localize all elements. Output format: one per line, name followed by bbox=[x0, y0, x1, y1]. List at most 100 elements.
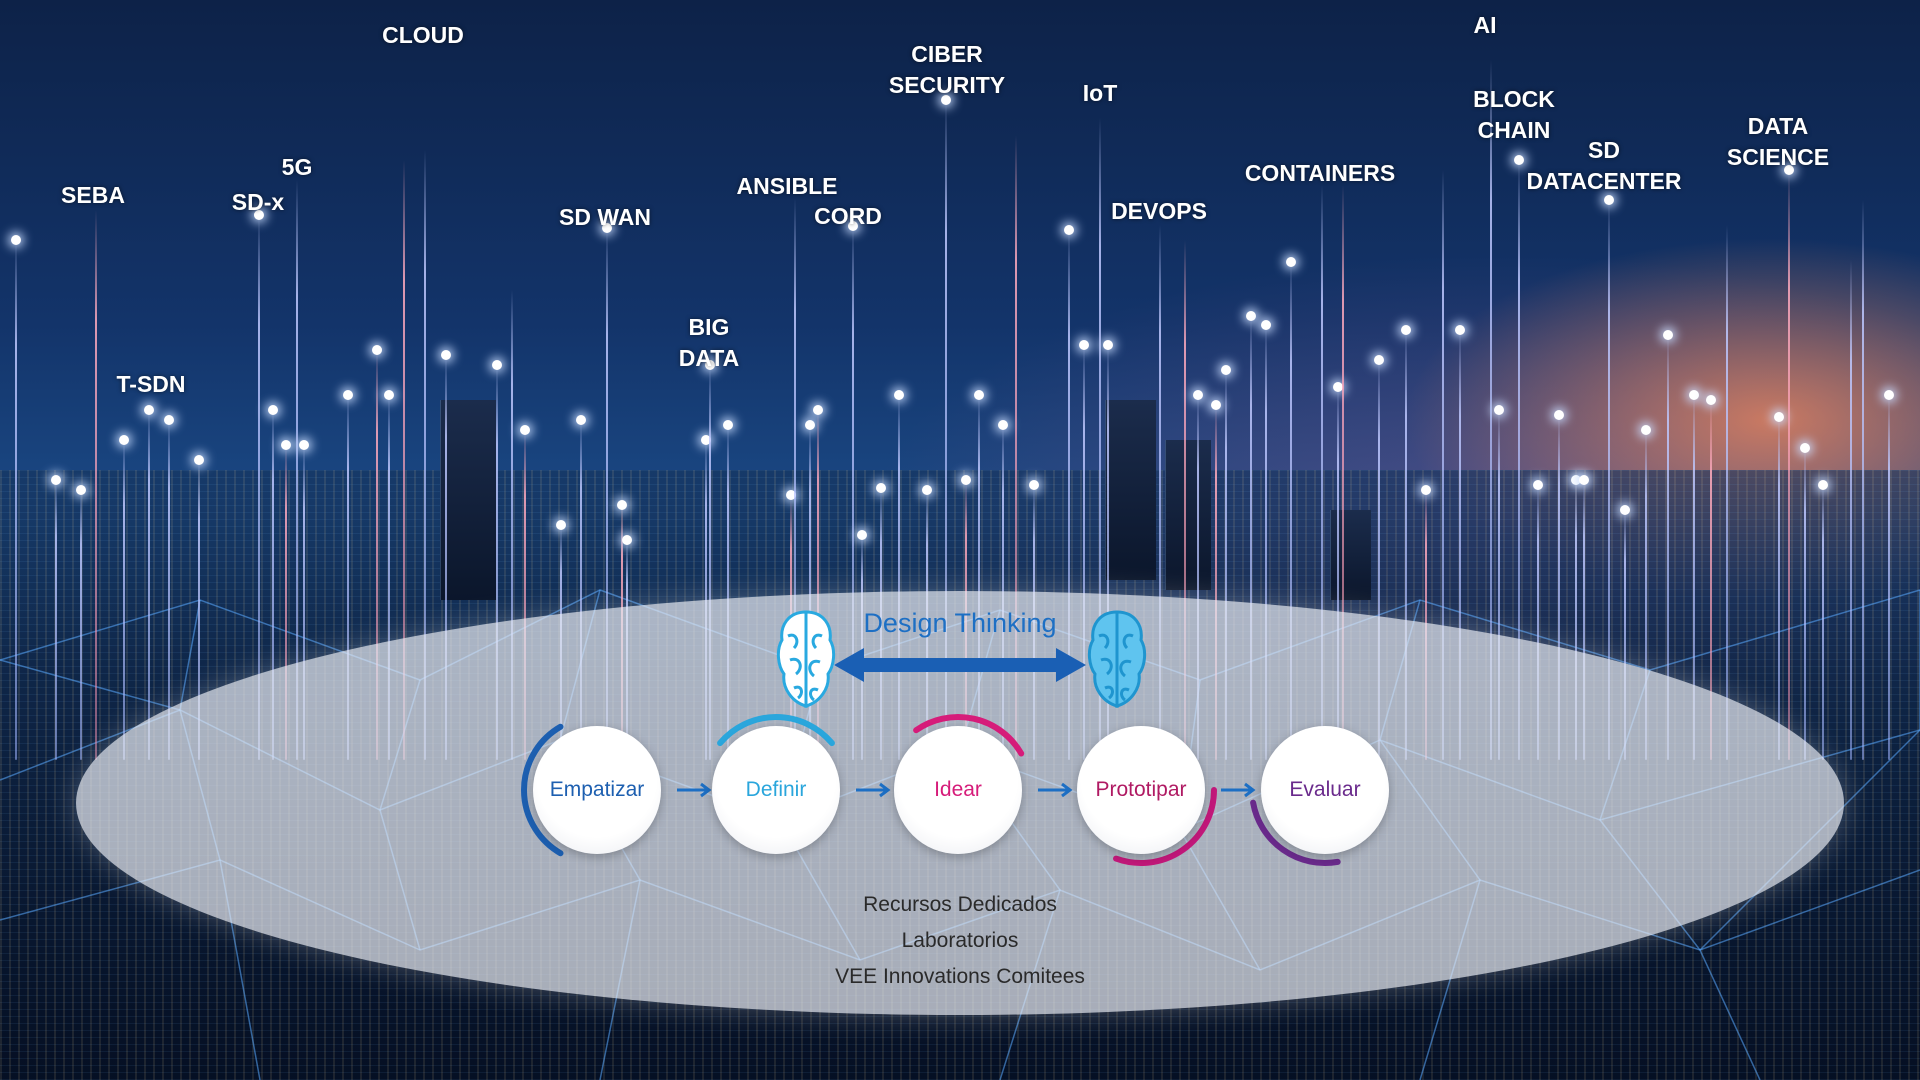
left-brain-icon bbox=[776, 610, 836, 708]
light-beam bbox=[794, 198, 796, 760]
light-beam-dot bbox=[857, 530, 867, 540]
light-beam bbox=[1850, 260, 1852, 760]
light-beam bbox=[194, 455, 204, 760]
light-beam bbox=[1246, 311, 1256, 760]
light-beam bbox=[1159, 225, 1161, 760]
tech-label-line: SEBA bbox=[61, 182, 125, 208]
light-beam bbox=[296, 180, 298, 760]
step-progress-arc bbox=[1113, 787, 1217, 866]
light-beam-dot bbox=[1374, 355, 1384, 365]
light-beam bbox=[602, 223, 612, 760]
light-beam bbox=[1286, 257, 1296, 760]
light-beam-dot bbox=[194, 455, 204, 465]
light-beam-dot bbox=[1246, 311, 1256, 321]
step-progress-arc bbox=[521, 723, 564, 857]
tech-label-ai: AI bbox=[1474, 10, 1497, 41]
light-beam bbox=[1579, 475, 1589, 760]
light-beam bbox=[1184, 240, 1186, 760]
light-beam bbox=[1211, 400, 1221, 760]
light-beam-dot bbox=[876, 483, 886, 493]
light-beam bbox=[1689, 390, 1699, 760]
light-beam bbox=[281, 440, 291, 760]
tech-label-line: SD bbox=[1588, 137, 1620, 163]
tech-label-line: CIBER bbox=[911, 41, 983, 67]
light-beam bbox=[1620, 505, 1630, 760]
light-beam-dot bbox=[1689, 390, 1699, 400]
light-beam bbox=[51, 475, 61, 760]
light-beam bbox=[1884, 390, 1894, 760]
light-beam bbox=[511, 290, 513, 760]
light-beam-dot bbox=[144, 405, 154, 415]
light-beam bbox=[941, 95, 951, 760]
light-beam bbox=[805, 420, 815, 760]
right-brain-icon bbox=[1087, 610, 1147, 708]
light-beam bbox=[1784, 165, 1794, 760]
light-beam bbox=[1321, 185, 1323, 760]
tech-label-line: DATACENTER bbox=[1526, 168, 1682, 194]
step-progress-arc bbox=[913, 714, 1025, 757]
tech-label-line: CHAIN bbox=[1477, 117, 1551, 143]
tech-label-sd-datacenter: SD DATACENTER bbox=[1526, 135, 1681, 197]
light-beam bbox=[343, 390, 353, 760]
light-beam bbox=[424, 150, 426, 760]
arrow-right-icon bbox=[1221, 782, 1256, 798]
light-beam-dot bbox=[1641, 425, 1651, 435]
step-label: Prototipar bbox=[1095, 778, 1187, 801]
light-beam-dot bbox=[268, 405, 278, 415]
tech-label-sd-wan: SD WAN bbox=[559, 202, 651, 233]
light-beam-dot bbox=[1514, 155, 1524, 165]
light-beam bbox=[1079, 340, 1089, 760]
tech-label-line: DEVOPS bbox=[1111, 198, 1207, 224]
tech-label-line: ANSIBLE bbox=[736, 173, 838, 199]
design-thinking-title: Design Thinking bbox=[863, 608, 1057, 638]
light-beam-dot bbox=[617, 500, 627, 510]
light-beam bbox=[11, 235, 21, 760]
light-beam bbox=[95, 210, 97, 760]
tech-label-iot: IoT bbox=[1083, 78, 1118, 109]
light-beam bbox=[1333, 382, 1343, 760]
tech-label-devops: DEVOPS bbox=[1111, 196, 1207, 227]
light-beam bbox=[254, 210, 264, 760]
tech-label-5g: 5G bbox=[282, 152, 313, 183]
step-prototipar: Prototipar bbox=[1077, 726, 1205, 854]
skyscraper bbox=[1165, 440, 1211, 590]
light-beam bbox=[441, 350, 451, 760]
light-beam bbox=[1193, 390, 1203, 760]
step-progress-arc bbox=[717, 714, 835, 747]
tech-label-line: BLOCK bbox=[1473, 86, 1555, 112]
light-beam bbox=[1554, 410, 1564, 760]
tech-label-containers: CONTAINERS bbox=[1245, 158, 1395, 189]
light-beam bbox=[1342, 185, 1344, 760]
light-beam-dot bbox=[576, 415, 586, 425]
tech-label-line: CONTAINERS bbox=[1244, 160, 1396, 186]
tech-label-line: 5G bbox=[281, 154, 313, 180]
light-beam bbox=[1571, 475, 1581, 760]
light-beam-dot bbox=[813, 405, 823, 415]
tech-label-line: CORD bbox=[814, 203, 882, 229]
light-beam bbox=[1221, 365, 1231, 760]
light-beam-dot bbox=[1533, 480, 1543, 490]
light-beam bbox=[1514, 155, 1524, 760]
light-beam-dot bbox=[1800, 443, 1810, 453]
double-arrow-icon bbox=[834, 648, 1086, 682]
arrow-right-icon bbox=[856, 782, 891, 798]
light-beam-dot bbox=[1554, 410, 1564, 420]
light-beam bbox=[1862, 200, 1864, 760]
arrow-right-icon bbox=[1038, 782, 1073, 798]
skyscraper bbox=[1330, 510, 1371, 600]
light-beam bbox=[894, 390, 904, 760]
light-beam-dot bbox=[1579, 475, 1589, 485]
light-beam bbox=[1261, 320, 1271, 760]
light-beam-dot bbox=[1029, 480, 1039, 490]
step-evaluar: Evaluar bbox=[1261, 726, 1389, 854]
light-beam-dot bbox=[998, 420, 1008, 430]
light-beam bbox=[1818, 480, 1828, 760]
light-beam-dot bbox=[974, 390, 984, 400]
light-beam bbox=[119, 435, 129, 760]
light-beam-dot bbox=[343, 390, 353, 400]
light-beam bbox=[705, 360, 715, 760]
light-beam-dot bbox=[441, 350, 451, 360]
